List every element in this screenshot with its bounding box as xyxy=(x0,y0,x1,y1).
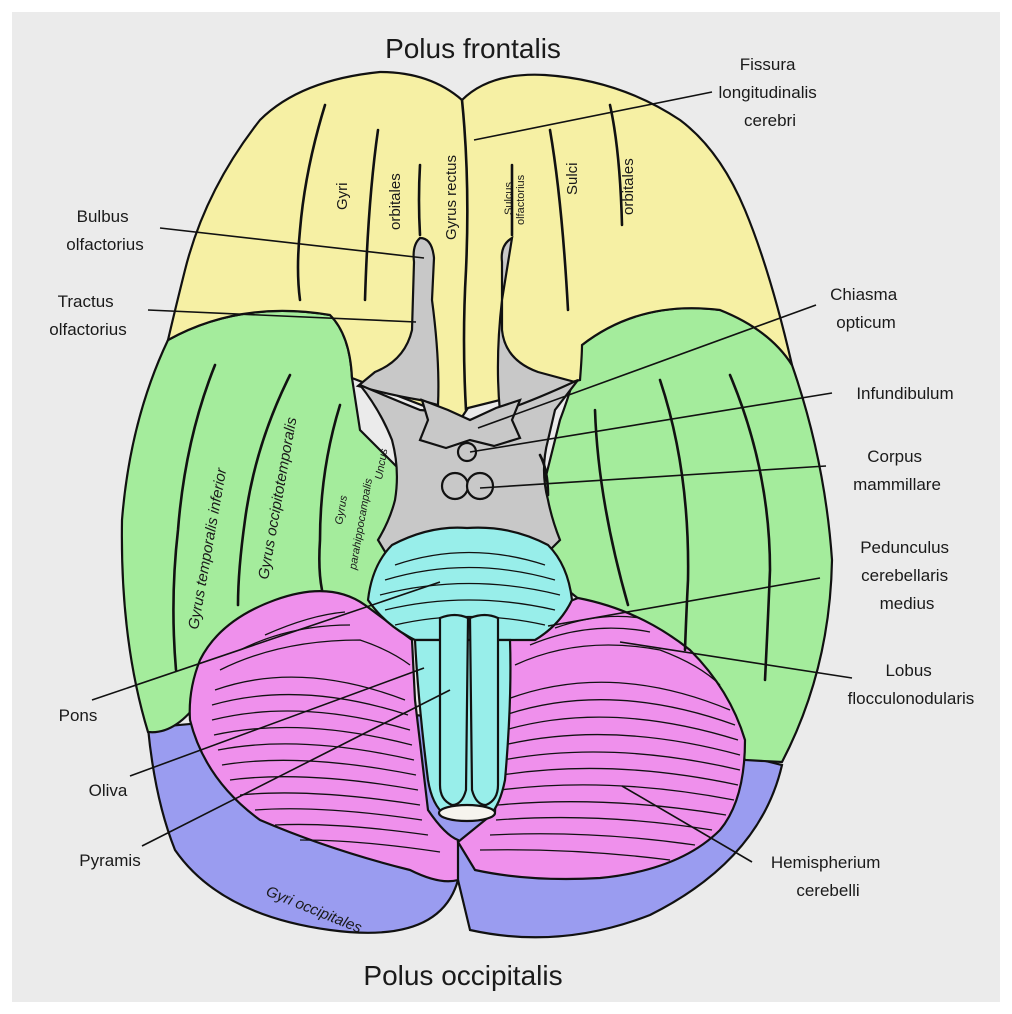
mammillary-body-left xyxy=(442,473,468,499)
label-infundibulum: Infundibulum xyxy=(856,384,953,403)
inner-label-sulcus-olf-1: Sulcus xyxy=(503,181,515,215)
pyramis-left xyxy=(440,615,468,805)
inner-label-orbitales: orbitales xyxy=(387,173,404,230)
inner-label-gyrus-rectus: Gyrus rectus xyxy=(443,155,460,240)
label-pons: Pons xyxy=(59,706,98,725)
label-pyramis: Pyramis xyxy=(79,851,140,870)
pyramis-right xyxy=(470,615,498,805)
medulla-cut-surface xyxy=(439,805,495,821)
title-polus-frontalis: Polus frontalis xyxy=(385,33,561,64)
inner-label-orbitales-right: orbitales xyxy=(620,158,637,215)
inner-label-gyri: Gyri xyxy=(334,183,351,211)
mammillary-body-right xyxy=(467,473,493,499)
inner-label-sulcus-olf-2: olfactorius xyxy=(515,174,527,225)
title-polus-occipitalis: Polus occipitalis xyxy=(363,960,562,991)
label-oliva: Oliva xyxy=(89,781,128,800)
inner-label-sulci: Sulci xyxy=(564,162,581,195)
